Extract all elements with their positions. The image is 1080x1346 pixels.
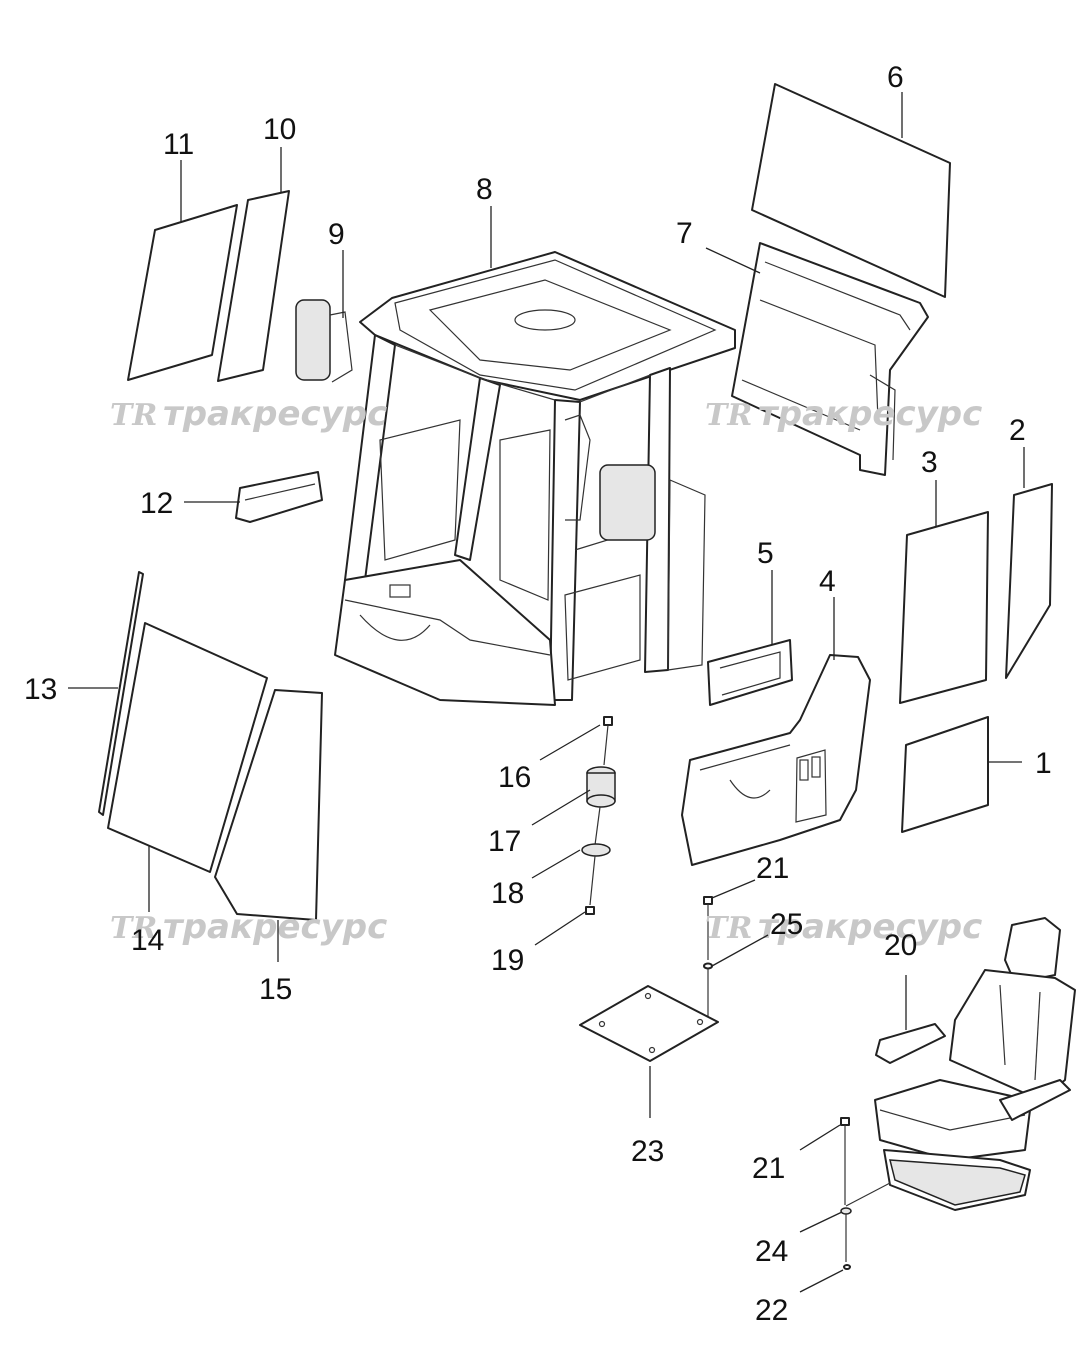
callout-21-lower: 21 bbox=[752, 1152, 785, 1185]
part-1-right-glass bbox=[901, 716, 989, 833]
leader-lines bbox=[68, 92, 1025, 1293]
callout-9: 9 bbox=[328, 218, 345, 251]
part-19-nut bbox=[585, 906, 595, 915]
callout-3: 3 bbox=[921, 446, 938, 479]
part-10-left-glass bbox=[217, 190, 290, 382]
part-5-vent bbox=[707, 639, 793, 706]
part-21-bolt-lower bbox=[840, 1117, 850, 1205]
callout-labels: 1 2 3 4 5 6 7 8 9 10 11 12 13 14 15 16 1… bbox=[24, 61, 1052, 1327]
callout-21-upper: 21 bbox=[756, 852, 789, 885]
callout-12: 12 bbox=[140, 487, 173, 520]
callout-2: 2 bbox=[1009, 414, 1026, 447]
callout-14: 14 bbox=[131, 924, 164, 957]
part-6-rear-glass bbox=[751, 83, 951, 298]
callout-6: 6 bbox=[887, 61, 904, 94]
callout-5: 5 bbox=[757, 537, 774, 570]
part-16-bolt bbox=[603, 716, 613, 766]
part-21-bolt-upper bbox=[703, 896, 713, 960]
callout-18: 18 bbox=[491, 877, 524, 910]
watermark-4: TR тракресурс bbox=[705, 907, 982, 947]
watermark-logo: TR bbox=[110, 911, 157, 946]
part-17-rubber-mount bbox=[586, 766, 616, 846]
part-24-washer bbox=[840, 1182, 891, 1262]
callout-16: 16 bbox=[498, 761, 531, 794]
callout-7: 7 bbox=[676, 217, 693, 250]
callout-20: 20 bbox=[884, 929, 917, 962]
part-18-washer bbox=[581, 843, 611, 906]
callout-15: 15 bbox=[259, 973, 292, 1006]
part-3-right-glass bbox=[899, 511, 989, 704]
callout-24: 24 bbox=[755, 1235, 788, 1268]
part-25-washer bbox=[703, 962, 713, 1018]
callout-23: 23 bbox=[631, 1135, 664, 1168]
watermark-2: TR тракресурс bbox=[705, 394, 982, 434]
watermark-logo: TR bbox=[705, 398, 752, 433]
callout-19: 19 bbox=[491, 944, 524, 977]
part-2-right-glass bbox=[1005, 483, 1053, 679]
callout-1: 1 bbox=[1035, 747, 1052, 780]
part-13-door-glass bbox=[98, 571, 144, 816]
watermark-text: тракресурс bbox=[758, 394, 982, 434]
callout-25: 25 bbox=[770, 908, 803, 941]
callout-8: 8 bbox=[476, 173, 493, 206]
part-11-left-glass bbox=[127, 204, 238, 381]
callout-4: 4 bbox=[819, 565, 836, 598]
watermark-text: тракресурс bbox=[758, 907, 982, 947]
callout-11: 11 bbox=[163, 128, 194, 161]
part-9-mirror bbox=[295, 299, 353, 383]
part-15-door-glass bbox=[214, 689, 323, 921]
callout-10: 10 bbox=[263, 113, 296, 146]
watermark-3: TR тракресурс bbox=[110, 907, 387, 947]
watermark-1: TR тракресурс bbox=[110, 394, 387, 434]
part-4-console bbox=[681, 654, 871, 866]
part-23-floor-plate bbox=[579, 985, 719, 1062]
part-14-door-glass bbox=[107, 622, 268, 873]
watermark-text: тракресурс bbox=[163, 394, 387, 434]
part-8-cab-frame bbox=[334, 251, 736, 706]
watermark-logo: TR bbox=[110, 398, 157, 433]
callout-17: 17 bbox=[488, 825, 521, 858]
part-7-rear-trim-panel bbox=[731, 242, 929, 476]
part-20-operator-seat bbox=[874, 917, 1076, 1211]
watermark-logo: TR bbox=[705, 911, 752, 946]
part-12-bracket bbox=[235, 471, 323, 523]
callout-22: 22 bbox=[755, 1294, 788, 1327]
part-22-nut bbox=[843, 1264, 851, 1270]
watermark-text: тракресурс bbox=[163, 907, 387, 947]
callout-13: 13 bbox=[24, 673, 57, 706]
